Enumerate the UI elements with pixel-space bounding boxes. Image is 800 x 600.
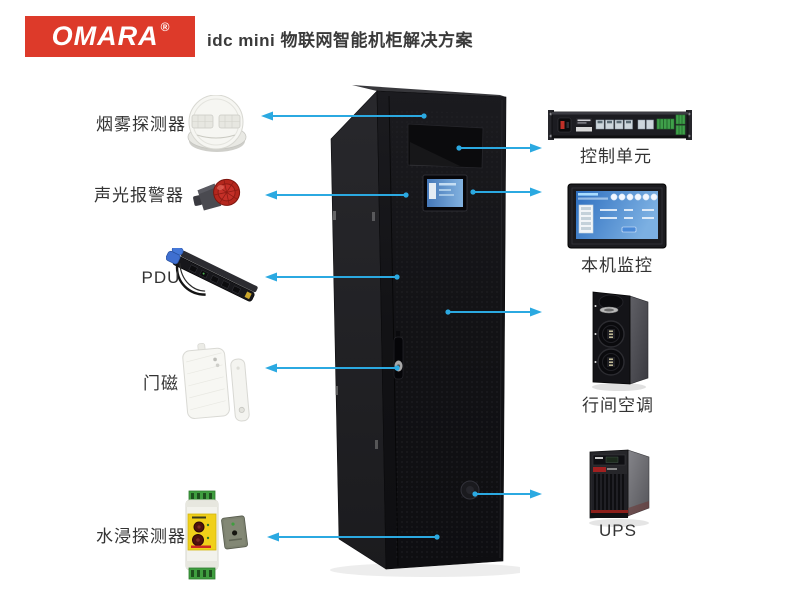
- smart-cabinet-image: [330, 85, 520, 577]
- control-unit-icon: [548, 110, 692, 140]
- label-pdu: PDU: [141, 268, 181, 287]
- label-smoke-detector: 烟雾探测器: [96, 115, 186, 134]
- cabinet-door-handle: [393, 331, 404, 380]
- door-magnet-icon: [182, 343, 250, 422]
- label-sound-light-alarm: 声光报警器: [94, 186, 184, 205]
- ups-tower-icon: [589, 449, 650, 527]
- label-door-magnet: 门磁: [143, 374, 179, 393]
- brand-name: OMARA: [51, 21, 159, 51]
- water-leak-detector-icon: [185, 490, 248, 580]
- brand-logo: OMARA®: [25, 16, 195, 57]
- registered-trademark-mark: ®: [160, 20, 171, 34]
- touch-monitor-icon: [567, 183, 667, 249]
- label-ups: UPS: [599, 521, 637, 540]
- label-local-monitor: 本机监控: [581, 256, 653, 275]
- label-water-leak-detector: 水浸探测器: [96, 527, 186, 546]
- inrow-aircon-icon: [592, 291, 649, 391]
- page-title: idc mini 物联网智能机柜解决方案: [207, 31, 473, 50]
- brand-logo-text: OMARA®: [51, 20, 171, 51]
- label-control-unit: 控制单元: [580, 147, 652, 166]
- smoke-detector-icon: [187, 95, 247, 152]
- cabinet-touchscreen: [422, 174, 468, 212]
- sound-light-alarm-icon: [193, 178, 241, 211]
- pdu-strip-icon: [166, 248, 258, 302]
- label-inrow-ac: 行间空调: [582, 396, 654, 415]
